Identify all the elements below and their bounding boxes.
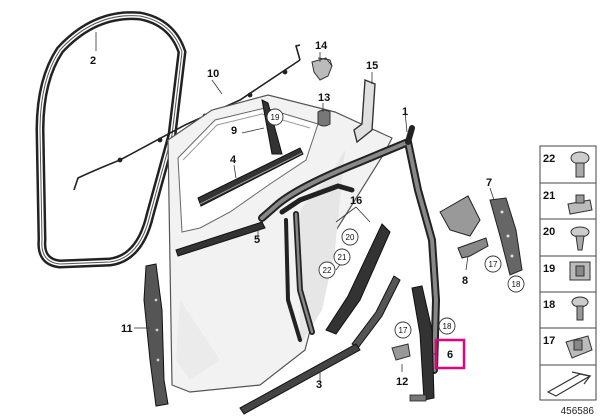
svg-text:18: 18: [443, 322, 452, 331]
pillar-bracket: [439, 195, 481, 237]
sill-strip-part-3: [239, 343, 361, 415]
fastener-19: 19: [543, 261, 591, 281]
callout-2: 2: [90, 55, 96, 67]
clip-part-12: [391, 343, 411, 361]
callout-12: 12: [396, 376, 408, 388]
clip-part-8: [457, 237, 489, 259]
callout-10: 10: [207, 68, 219, 80]
svg-text:22: 22: [323, 266, 332, 275]
callout-3: 3: [316, 379, 322, 391]
callout-11: 11: [121, 323, 133, 335]
fastener-18: 18: [543, 296, 589, 321]
waist-strip-part: [175, 221, 266, 257]
inner-seal-part-16: [279, 183, 355, 342]
frame-strip-part-1: [258, 125, 441, 374]
fastener-22: 22: [543, 151, 590, 178]
callout-16: 16: [350, 195, 362, 207]
callout-9: 9: [231, 125, 237, 137]
fastener-21: 21: [543, 190, 593, 215]
callout-labels: 2 10 14 15 13 9 4 5 1 16 7 8 11 3 12: [90, 40, 492, 391]
image-number: 456586: [561, 406, 595, 417]
callout-14: 14: [315, 40, 328, 52]
svg-text:17: 17: [543, 335, 555, 347]
callout-4: 4: [230, 154, 237, 166]
circled-callout-21: 21: [333, 248, 351, 266]
direction-arrow-icon: [546, 371, 592, 397]
window-channel-part: [197, 147, 304, 207]
callout-7: 7: [486, 177, 492, 189]
svg-text:19: 19: [271, 113, 280, 122]
circled-callout-18-lower: 18: [438, 317, 456, 335]
circled-callout-17-lower: 17: [394, 321, 412, 339]
callout-15: 15: [366, 60, 378, 72]
fastener-17: 17: [543, 335, 593, 359]
clip-part-14: [311, 57, 333, 81]
lower-trim-part-6: [409, 285, 435, 402]
highlighted-callout-6: 6: [426, 338, 466, 370]
callout-8: 8: [462, 275, 468, 287]
svg-text:21: 21: [543, 190, 555, 202]
circled-callout-20: 20: [341, 228, 359, 246]
svg-text:18: 18: [512, 280, 521, 289]
circled-callouts: 19 20 21 22 17 18 17 18: [266, 108, 525, 339]
pillar-trim-part-7: [489, 197, 523, 276]
svg-text:22: 22: [543, 153, 555, 165]
callout-1: 1: [402, 106, 408, 118]
svg-text:17: 17: [489, 260, 498, 269]
plug-part-13: [317, 109, 331, 127]
svg-text:20: 20: [346, 233, 355, 242]
seal-piece-part: [325, 223, 401, 349]
pillar-trim-part-11: [143, 263, 169, 407]
trim-piece-part: [261, 99, 283, 155]
callout-6: 6: [447, 349, 453, 361]
svg-text:21: 21: [338, 253, 347, 262]
fastener-panel: 22 21 20 19 18 17: [539, 145, 597, 401]
svg-text:18: 18: [543, 299, 555, 311]
fastener-20: 20: [543, 226, 590, 251]
svg-text:19: 19: [543, 263, 555, 275]
door-seal-part: [35, 11, 187, 269]
callout-13: 13: [318, 92, 330, 104]
circled-callout-19: 19: [266, 108, 284, 126]
circled-callout-17-pillar: 17: [484, 255, 502, 273]
callout-5: 5: [254, 234, 260, 246]
bracket-part-15: [353, 78, 376, 144]
circled-callout-22: 22: [318, 261, 336, 279]
svg-text:20: 20: [543, 226, 555, 238]
svg-text:17: 17: [399, 326, 408, 335]
circled-callout-18-pillar: 18: [507, 275, 525, 293]
